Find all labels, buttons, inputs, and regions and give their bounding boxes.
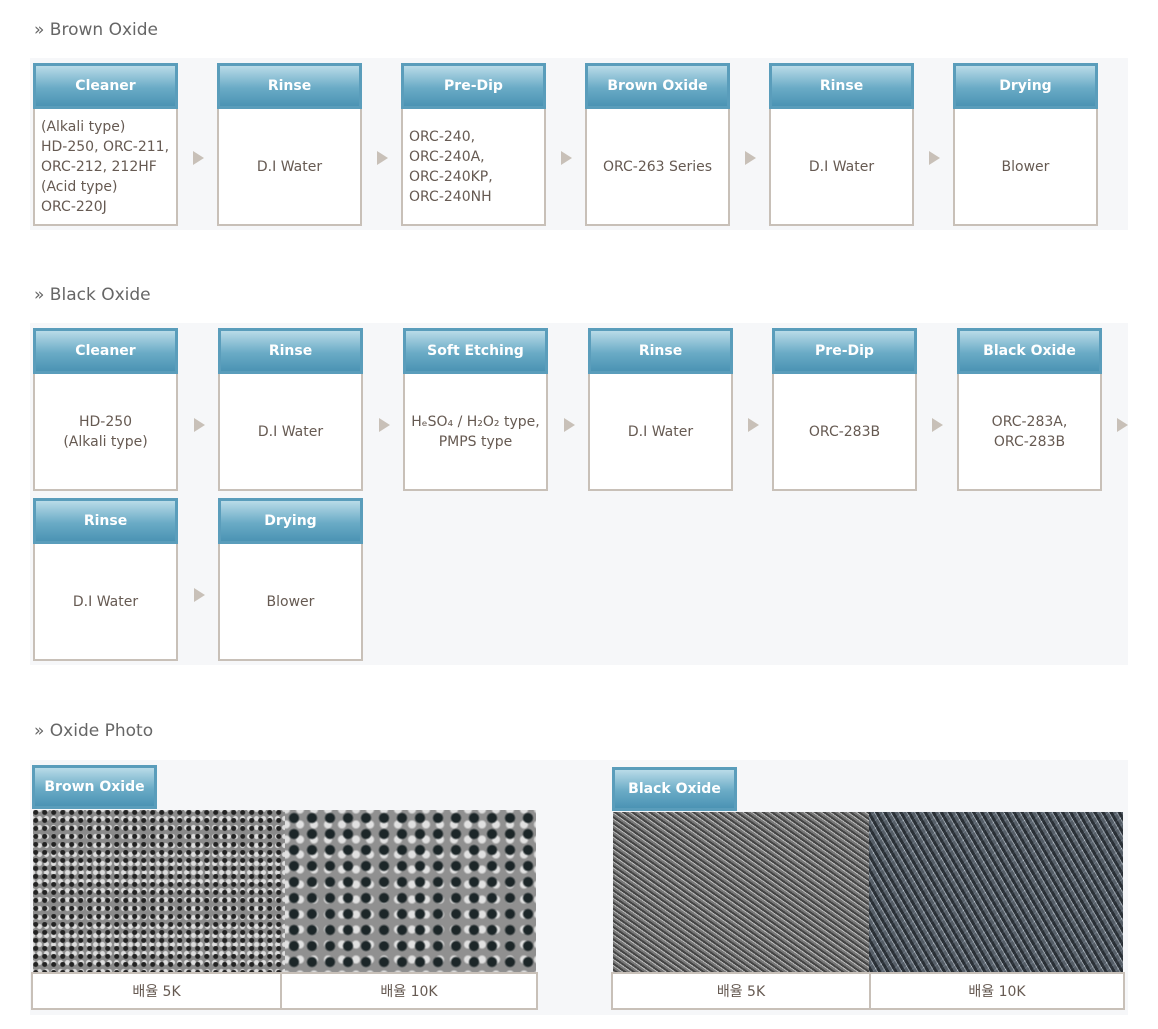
arrow-right-icon bbox=[561, 151, 572, 165]
arrow-right-icon bbox=[745, 151, 756, 165]
arrow-right-icon bbox=[377, 151, 388, 165]
step-body: Blower bbox=[1001, 158, 1050, 175]
step-body: D.I Water bbox=[257, 423, 324, 440]
step-header: Drying bbox=[218, 498, 363, 544]
step-body: HD-250 (Alkali type) bbox=[63, 413, 148, 450]
brown-oxide-10k-photo bbox=[285, 810, 536, 972]
step-body: D.I Water bbox=[256, 158, 323, 175]
step-body: D.I Water bbox=[808, 158, 875, 175]
step-header: Rinse bbox=[769, 63, 914, 109]
step-body: ORC-263 Series bbox=[602, 158, 713, 175]
black-5k-caption: 배율 5K bbox=[611, 972, 871, 1010]
arrow-right-icon bbox=[193, 151, 204, 165]
step-body: ORC-240, ORC-240A, ORC-240KP, ORC-240NH bbox=[409, 128, 493, 205]
black-oxide-photo-tab: Black Oxide bbox=[612, 767, 737, 811]
oxide-photo-title: » Oxide Photo bbox=[34, 721, 154, 741]
arrow-right-icon bbox=[1117, 418, 1128, 432]
brown-oxide-title: » Brown Oxide bbox=[34, 20, 158, 40]
black-oxide-title: » Black Oxide bbox=[34, 285, 151, 305]
black-10k-caption: 배율 10K bbox=[869, 972, 1125, 1010]
brown-oxide-step: Cleaner (Alkali type) HD-250, ORC-211, OR… bbox=[33, 63, 178, 226]
step-header: Pre-Dip bbox=[401, 63, 546, 109]
step-header: Cleaner bbox=[33, 328, 178, 374]
step-body: ORC-283A, ORC-283B bbox=[991, 413, 1068, 450]
step-body: D.I Water bbox=[72, 593, 139, 610]
step-header: Cleaner bbox=[33, 63, 178, 109]
brown-5k-caption: 배율 5K bbox=[31, 972, 282, 1010]
step-header: Drying bbox=[953, 63, 1098, 109]
arrow-right-icon bbox=[564, 418, 575, 432]
step-header: Brown Oxide bbox=[585, 63, 730, 109]
black-oxide-10k-photo bbox=[869, 812, 1123, 972]
brown-oxide-5k-photo bbox=[33, 810, 285, 972]
step-header: Rinse bbox=[218, 328, 363, 374]
brown-oxide-panel bbox=[30, 58, 1128, 230]
arrow-right-icon bbox=[194, 588, 205, 602]
arrow-right-icon bbox=[929, 151, 940, 165]
step-header: Soft Etching bbox=[403, 328, 548, 374]
step-body: D.I Water bbox=[627, 423, 694, 440]
arrow-right-icon bbox=[194, 418, 205, 432]
step-header: Rinse bbox=[588, 328, 733, 374]
step-header: Rinse bbox=[33, 498, 178, 544]
arrow-right-icon bbox=[379, 418, 390, 432]
black-oxide-5k-photo bbox=[613, 812, 869, 972]
brown-oxide-photo-tab: Brown Oxide bbox=[32, 765, 157, 809]
arrow-right-icon bbox=[932, 418, 943, 432]
brown-10k-caption: 배율 10K bbox=[280, 972, 538, 1010]
black-oxide-panel bbox=[30, 323, 1128, 665]
step-body: Blower bbox=[266, 593, 315, 610]
step-header: Pre-Dip bbox=[772, 328, 917, 374]
step-header: Black Oxide bbox=[957, 328, 1102, 374]
step-body: ORC-283B bbox=[808, 423, 881, 440]
step-body: HₑSO₄ / H₂O₂ type, PMPS type bbox=[411, 413, 540, 450]
step-header: Rinse bbox=[217, 63, 362, 109]
arrow-right-icon bbox=[748, 418, 759, 432]
step-body: (Alkali type) HD-250, ORC-211, ORC-212, … bbox=[41, 118, 170, 215]
